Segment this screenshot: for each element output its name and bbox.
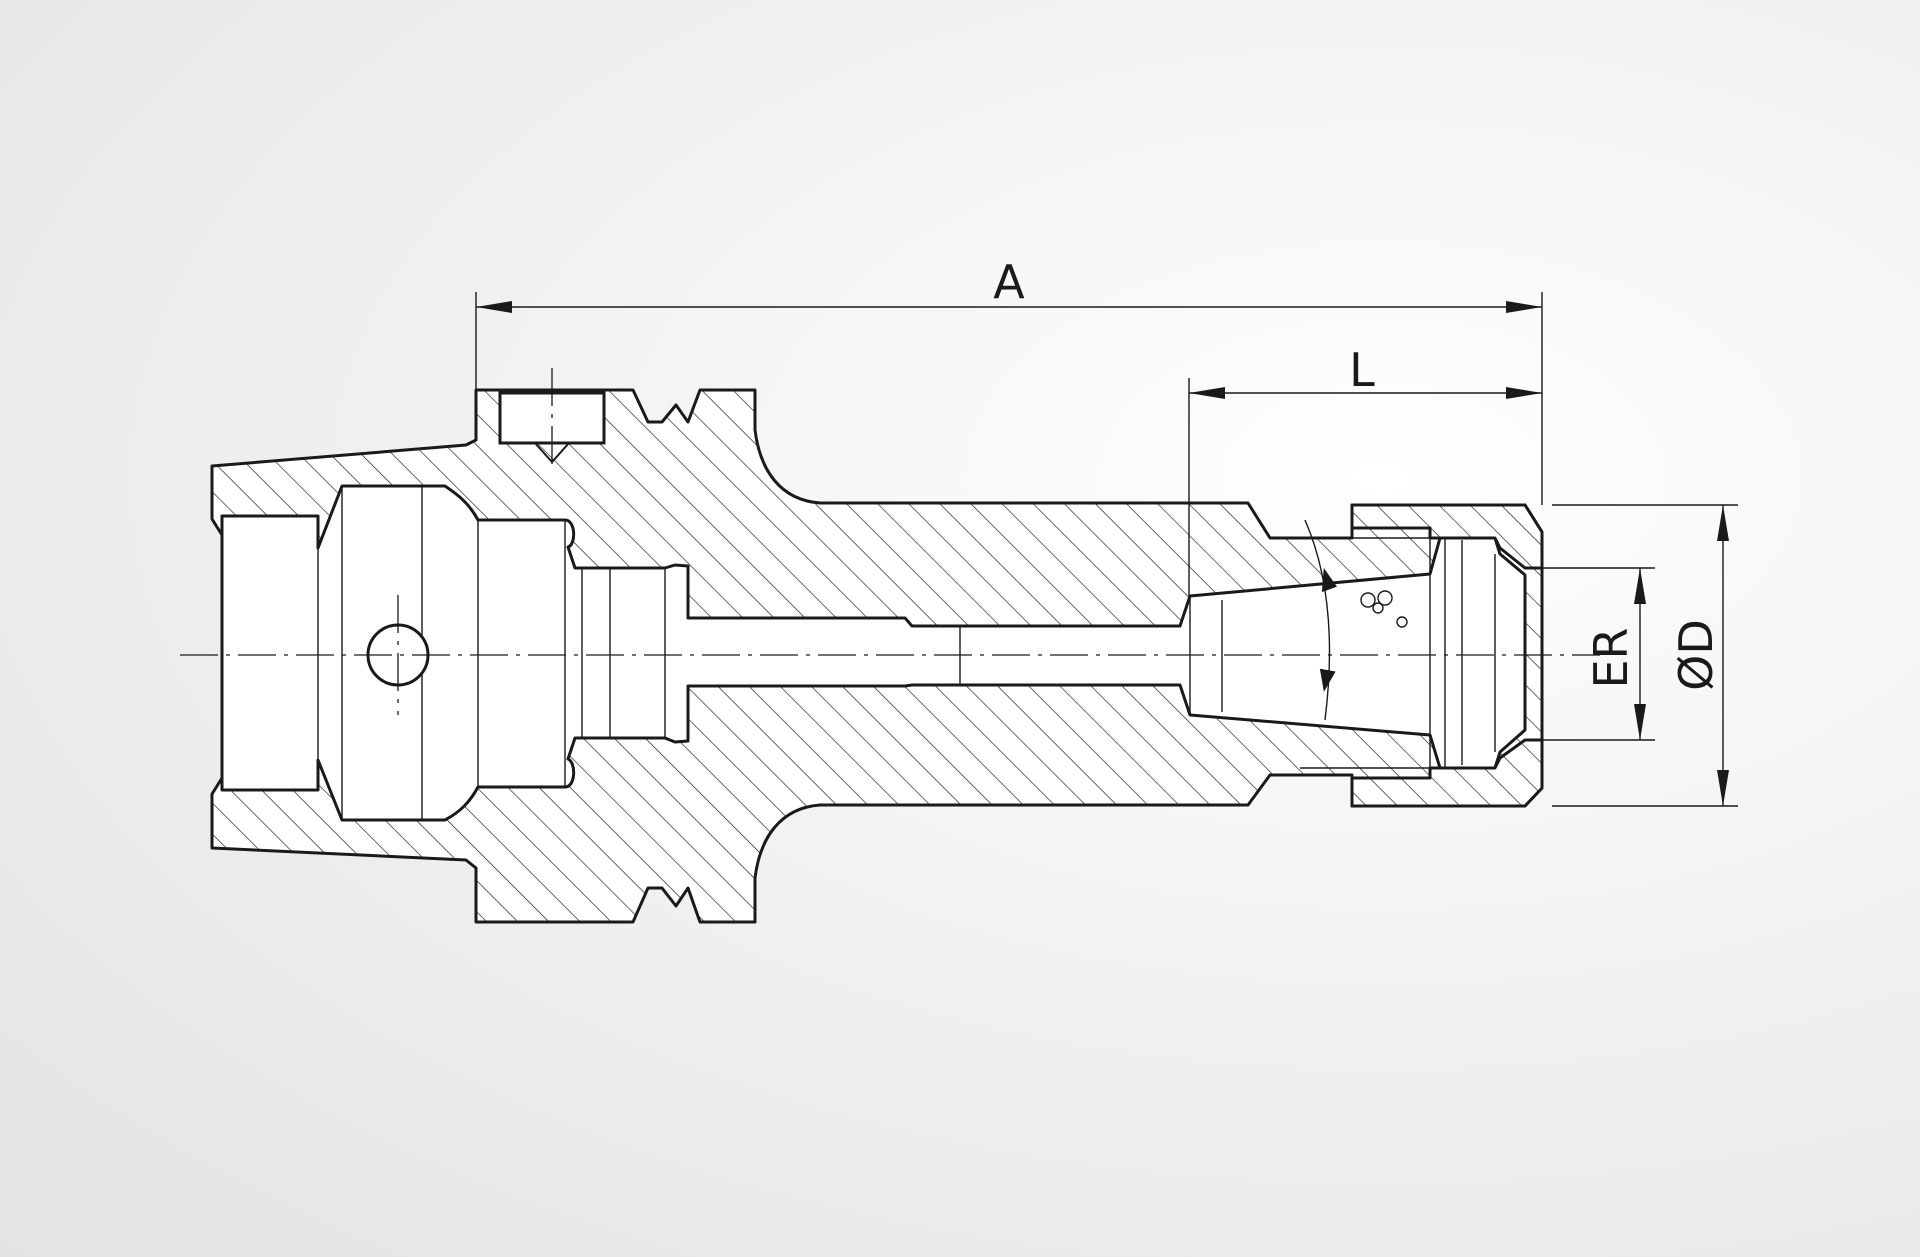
- dimension-a-label: A: [993, 255, 1025, 309]
- dimension-a: [475, 292, 1543, 505]
- collet-seat-holes: [1360, 590, 1408, 628]
- drive-key-slot: [498, 368, 606, 470]
- clamping-nut-section-lower: [1350, 738, 1544, 808]
- hsk-bore-cavity: [220, 484, 1527, 822]
- clamping-nut-section: [1350, 503, 1544, 570]
- dimension-od: [1552, 504, 1738, 807]
- dimension-l-label: L: [1349, 343, 1375, 397]
- dimension-od-label: ØD: [1669, 619, 1723, 691]
- dimension-er: [1525, 567, 1655, 741]
- taper-angle-indicator: [1304, 519, 1337, 721]
- dimension-l: [1188, 378, 1542, 596]
- dimension-er-label: ER: [1584, 627, 1638, 688]
